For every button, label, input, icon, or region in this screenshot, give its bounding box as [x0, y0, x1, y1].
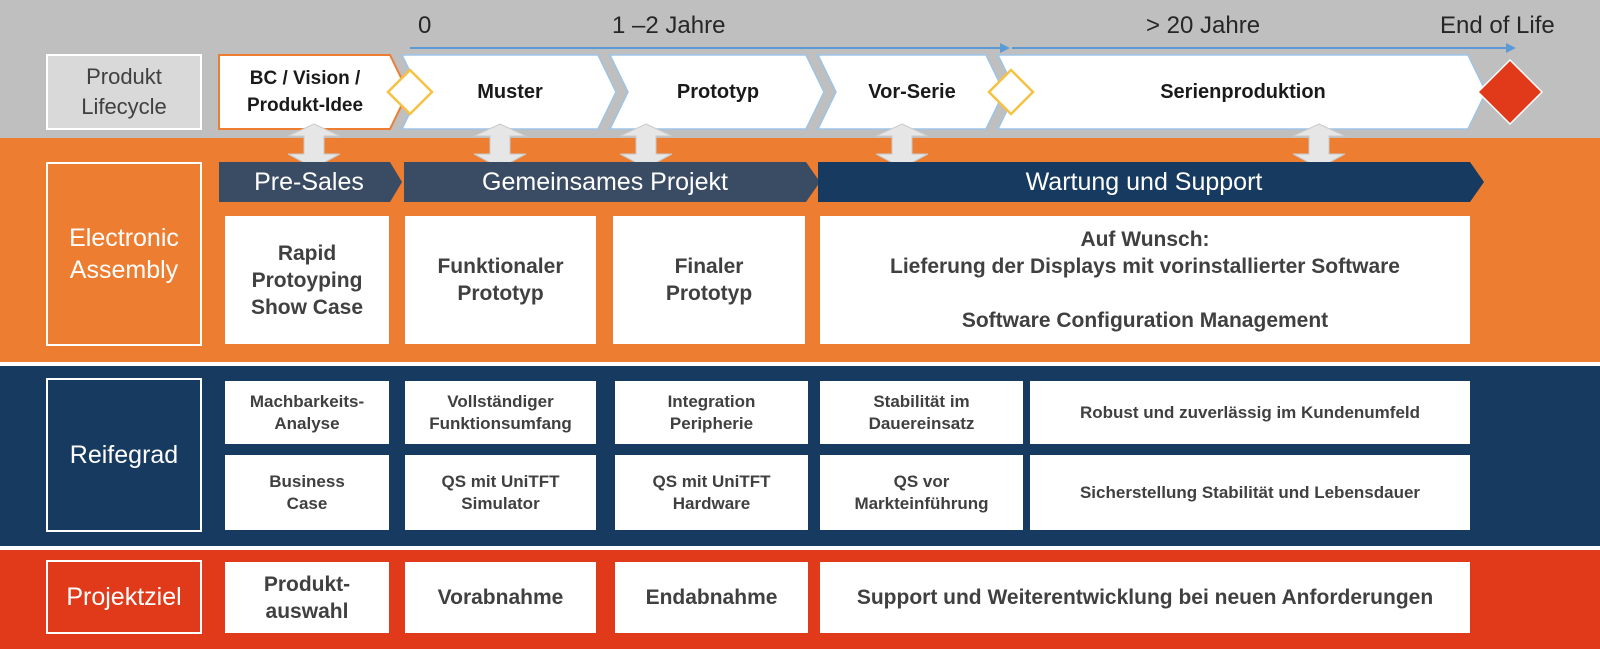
assembly-box-wunsch-text: Auf Wunsch: Lieferung der Displays mit v… [890, 228, 1400, 332]
assembly-box-wunsch: Auf Wunsch: Lieferung der Displays mit v… [820, 216, 1470, 344]
lifecycle-stage-labels: BC / Vision / Produkt-Idee Muster Protot… [0, 56, 1600, 128]
reife-box-qs-markt: QS vor Markteinführung [820, 455, 1023, 530]
reife-box-machbarkeit: Machbarkeits- Analyse [225, 381, 389, 444]
phase-presales: Pre-Sales [254, 167, 364, 196]
assembly-box-showcase: Rapid Protoyping Show Case [225, 216, 389, 344]
row-label-lifecycle-text: Produkt Lifecycle [81, 64, 167, 119]
milestone-diamond-2 [987, 68, 1035, 116]
reife-box-qs-markt-text: QS vor Markteinführung [854, 471, 989, 513]
row-label-projektziel-text: Projektziel [66, 583, 182, 611]
ziel-box-endabnahme: Endabnahme [615, 562, 808, 633]
reife-box-stabilitaet-text: Stabilität im Dauereinsatz [868, 391, 975, 433]
row-label-projektziel: Projektziel [46, 560, 202, 634]
reife-box-business: Business Case [225, 455, 389, 530]
stage-shape-prototyp [608, 54, 825, 130]
phase-wartung: Wartung und Support [1025, 167, 1263, 196]
stage-serie: Serienproduktion [1160, 80, 1326, 103]
ziel-box-endabnahme-text: Endabnahme [645, 586, 778, 609]
lifecycle-stage-shapes [218, 54, 1544, 130]
reife-box-funktionsumfang: Vollständiger Funktionsumfang [405, 381, 596, 444]
assembly-box-funktional: Funktionaler Prototyp [405, 216, 596, 344]
assembly-box-final: Finaler Prototyp [613, 216, 805, 344]
reife-box-robust-text: Robust und zuverlässig im Kundenumfeld [1079, 402, 1421, 422]
reife-box-funktionsumfang-text: Vollständiger Funktionsumfang [429, 391, 572, 433]
row-label-lifecycle: Produkt Lifecycle [46, 54, 202, 130]
phase-chevrons [219, 162, 1484, 202]
assembly-box-funktional-text: Funktionaler Prototyp [437, 255, 564, 305]
reife-box-peripherie: Integration Peripherie [615, 381, 808, 444]
timeline-mark-years: 1 –2 Jahre [612, 12, 726, 39]
end-of-life-diamond [1476, 58, 1544, 126]
ziel-box-produktauswahl: Produkt- auswahl [225, 562, 389, 633]
stage-shape-vision [218, 54, 410, 130]
ziel-box-produktauswahl-text: Produkt- auswahl [263, 572, 351, 623]
reife-box-qs-hardware-text: QS mit UniTFT Hardware [652, 471, 771, 513]
row-label-assembly: Electronic Assembly [46, 162, 202, 346]
ziel-box-vorabnahme-text: Vorabnahme [437, 586, 564, 609]
reife-box-robust: Robust und zuverlässig im Kundenumfeld [1030, 381, 1470, 444]
timeline-mark-end: End of Life [1440, 12, 1555, 39]
assembly-box-final-text: Finaler Prototyp [665, 255, 753, 305]
reife-box-machbarkeit-text: Machbarkeits- Analyse [249, 391, 365, 433]
row-label-reifegrad: Reifegrad [46, 378, 202, 532]
reife-box-sicherstellung-text: Sicherstellung Stabilität und Lebensdaue… [1079, 482, 1421, 502]
connector-arrows [287, 123, 1346, 169]
stage-prototyp: Prototyp [676, 80, 760, 103]
stage-muster: Muster [477, 80, 543, 103]
row-label-reifegrad-text: Reifegrad [69, 441, 179, 469]
timeline-mark-start: 0 [418, 12, 432, 39]
reife-box-qs-simulator: QS mit UniTFT Simulator [405, 455, 596, 530]
reife-box-peripherie-text: Integration Peripherie [667, 391, 756, 433]
timeline-mark-long: > 20 Jahre [1146, 12, 1261, 39]
row-label-assembly-text: Electronic Assembly [69, 224, 179, 284]
reife-box-stabilitaet: Stabilität im Dauereinsatz [820, 381, 1023, 444]
ziel-box-vorabnahme: Vorabnahme [405, 562, 596, 633]
stage-vision: BC / Vision / Produkt-Idee [246, 68, 364, 116]
phase-projekt: Gemeinsames Projekt [482, 167, 728, 196]
phase-shape-presales [219, 162, 402, 202]
reife-box-business-text: Business Case [269, 471, 345, 513]
ziel-box-support: Support und Weiterentwicklung bei neuen … [820, 562, 1470, 633]
reife-box-sicherstellung: Sicherstellung Stabilität und Lebensdaue… [1030, 455, 1470, 530]
assembly-box-showcase-text: Rapid Protoyping Show Case [250, 241, 364, 319]
phase-shape-wartung [818, 162, 1484, 202]
stage-vorserie: Vor-Serie [868, 80, 956, 103]
milestone-diamond-1 [386, 68, 434, 116]
ziel-box-support-text: Support und Weiterentwicklung bei neuen … [856, 586, 1434, 609]
reife-box-qs-hardware: QS mit UniTFT Hardware [615, 455, 808, 530]
reife-box-qs-simulator-text: QS mit UniTFT Simulator [441, 471, 560, 513]
stage-shape-vorserie [816, 54, 1005, 130]
phase-shape-projekt [404, 162, 820, 202]
